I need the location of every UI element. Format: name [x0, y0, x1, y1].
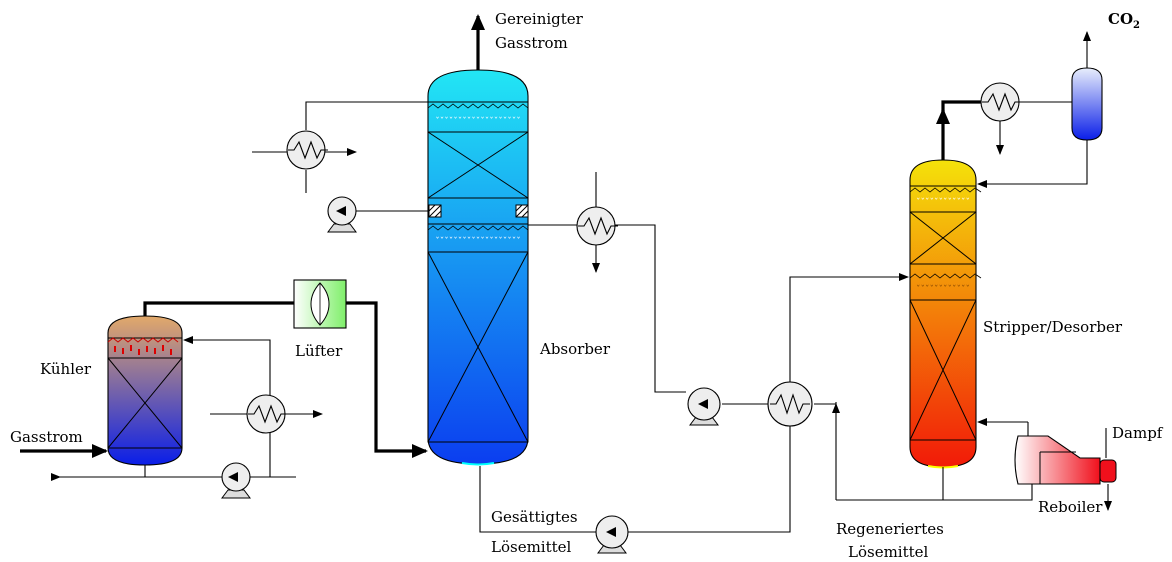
pump-cooler [221, 462, 251, 499]
clean-gas-label-line1: Gereinigter [495, 10, 584, 28]
gas-inlet-label: Gasstrom [10, 428, 83, 446]
absorber-label: Absorber [539, 340, 611, 358]
reboiler-label: Reboiler [1038, 498, 1103, 516]
rich-solvent-label-line1: Gesättigtes [491, 508, 578, 526]
reboiler-unit [1014, 435, 1117, 485]
heat-exchanger-lean-rich [767, 381, 813, 427]
svg-text:ˇˇˇˇˇˇˇˇˇˇˇˇˇˇˇˇˇˇˇ: ˇˇˇˇˇˇˇˇˇˇˇˇˇˇˇˇˇˇˇ [435, 236, 521, 247]
clean-gas-label-line2: Gasstrom [495, 34, 568, 52]
fan-unit [293, 279, 347, 329]
cooler-to-fan-line [143, 301, 294, 316]
fan-to-absorber-line [346, 301, 428, 458]
cooler-label: Kühler [40, 360, 92, 378]
heat-exchanger-absorber-top [286, 130, 328, 170]
svg-text:ˇˇˇˇˇˇˇˇˇˇˇˇ: ˇˇˇˇˇˇˇˇˇˇˇˇ [916, 284, 970, 295]
heat-exchanger-condenser [980, 82, 1022, 122]
co2-label: CO2 [1108, 10, 1140, 31]
svg-text:ˇˇˇˇˇˇˇˇˇˇˇˇˇˇˇˇˇˇˇ: ˇˇˇˇˇˇˇˇˇˇˇˇˇˇˇˇˇˇˇ [435, 116, 521, 127]
stripper-label: Stripper/Desorber [983, 318, 1123, 336]
svg-text:ˇˇˇˇˇˇˇˇˇˇˇˇ: ˇˇˇˇˇˇˇˇˇˇˇˇ [916, 197, 970, 208]
pump-lean-solvent [687, 387, 721, 426]
fan-label: Lüfter [295, 342, 343, 360]
kuehler-column [107, 315, 183, 466]
co2-label-main: CO [1108, 10, 1133, 28]
absorber-column: ˇˇˇˇˇˇˇˇˇˇˇˇˇˇˇˇˇˇˇ ˇˇˇˇˇˇˇˇˇˇˇˇˇˇˇˇˇˇˇ [427, 69, 529, 466]
stripper-to-condenser-line [941, 100, 982, 112]
co2-separator [1071, 67, 1103, 141]
heat-exchanger-intercooler [576, 206, 618, 246]
steam-label: Dampf [1112, 424, 1164, 442]
lean-solvent-label-line1: Regeneriertes [836, 520, 944, 538]
pump-rich-solvent [595, 515, 629, 554]
stripper-column: ˇˇˇˇˇˇˇˇˇˇˇˇ ˇˇˇˇˇˇˇˇˇˇˇˇ [909, 159, 982, 469]
heat-exchanger-cooler-loop [246, 394, 288, 434]
pump-absorber-recirc [327, 196, 357, 233]
lean-solvent-label-line2: Lösemittel [848, 543, 929, 561]
rich-solvent-label-line2: Lösemittel [491, 538, 572, 556]
co2-label-subscript: 2 [1133, 20, 1140, 31]
